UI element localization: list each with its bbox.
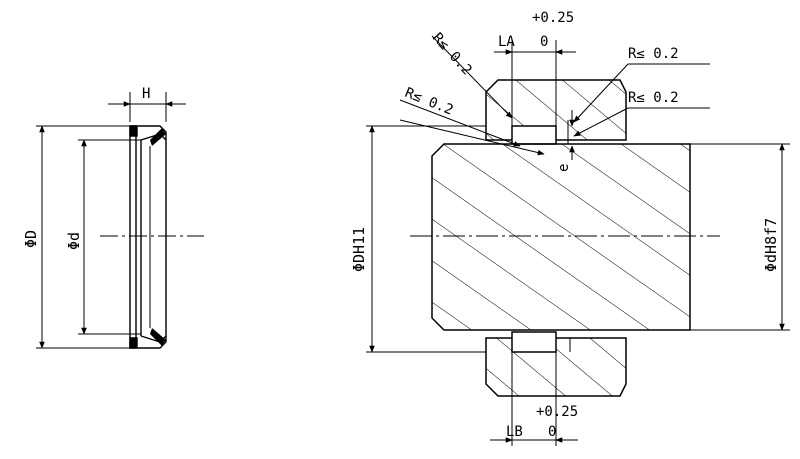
label-DH11: ΦDH11	[350, 227, 368, 272]
label-e: e	[556, 164, 572, 172]
tolerance-top-plus: +0.25	[532, 10, 574, 26]
label-LA: LA	[498, 34, 515, 50]
radius-label-top-right: R≤ 0.2	[628, 46, 679, 62]
radius-label-upper-left: R≤ 0.2	[429, 30, 475, 78]
lower-groove	[511, 331, 557, 353]
radius-label-lower-left: R≤ 0.2	[403, 85, 456, 119]
tolerance-bottom-plus: +0.25	[536, 404, 578, 420]
upper-groove	[511, 125, 557, 145]
tolerance-top-zero: 0	[540, 34, 548, 50]
seal-section-view	[36, 92, 204, 349]
label-D: ΦD	[22, 230, 40, 248]
tolerance-bottom-zero: 0	[548, 424, 556, 440]
label-LB: LB	[506, 424, 523, 440]
label-d: Φd	[65, 232, 83, 250]
radius-label-mid-right: R≤ 0.2	[628, 90, 679, 106]
label-H: H	[142, 86, 150, 102]
label-dH8f7: ΦdH8f7	[762, 218, 780, 272]
